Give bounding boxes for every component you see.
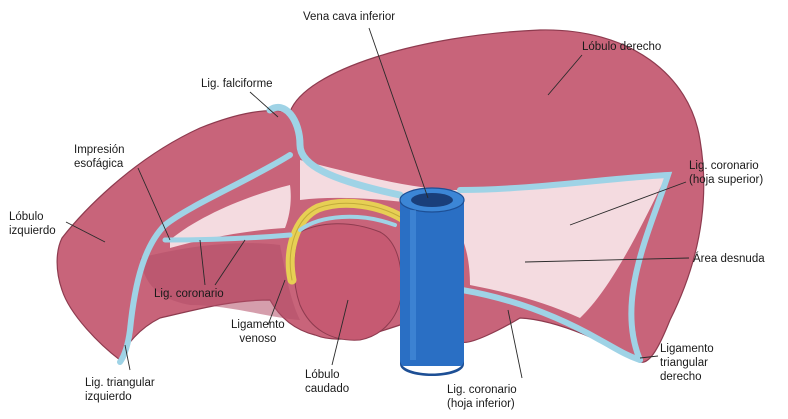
label-lobulo-izq-line2: izquierdo	[9, 224, 56, 238]
label-coronario-inf-line2: (hoja inferior)	[447, 397, 517, 411]
label-coronario-inf-line1: Lig. coronario	[447, 383, 517, 397]
label-coronario-sup-line1: Lig. coronario	[689, 159, 763, 173]
label-lig-tri-der-line2: triangular	[660, 356, 714, 370]
label-lig-tri-der-line1: Ligamento	[660, 342, 714, 356]
label-lig-coronario-inferior: Lig. coronario (hoja inferior)	[447, 383, 517, 411]
label-lig-coronario-superior: Lig. coronario (hoja superior)	[689, 159, 763, 187]
label-vena-cava-inferior: Vena cava inferior	[303, 10, 395, 24]
vena-cava-lumen	[411, 193, 453, 207]
label-lig-tri-izq-line1: Lig. triangular	[85, 376, 155, 390]
label-lig-venoso-line2: venoso	[231, 332, 285, 346]
label-lobulo-izq-line1: Lóbulo	[9, 210, 56, 224]
label-lig-coronario: Lig. coronario	[154, 287, 224, 301]
label-impresion-line2: esofágica	[74, 157, 125, 171]
label-caudado-line2: caudado	[305, 382, 349, 396]
label-impresion-esofagica: Impresión esofágica	[74, 143, 125, 171]
label-lig-triangular-izquierdo: Lig. triangular izquierdo	[85, 376, 155, 404]
label-caudado-line1: Lóbulo	[305, 368, 349, 382]
label-ligamento-triangular-derecho: Ligamento triangular derecho	[660, 342, 714, 384]
label-lig-falciforme: Lig. falciforme	[201, 77, 273, 91]
label-lig-venoso-line1: Ligamento	[231, 318, 285, 332]
label-lig-tri-izq-line2: izquierdo	[85, 390, 155, 404]
label-ligamento-venoso: Ligamento venoso	[231, 318, 285, 346]
label-impresion-line1: Impresión	[74, 143, 125, 157]
label-lig-tri-der-line3: derecho	[660, 370, 714, 384]
vena-cava-highlight	[410, 210, 416, 360]
vena-cava-body	[400, 198, 464, 366]
label-area-desnuda: Área desnuda	[693, 252, 765, 266]
label-lobulo-izquierdo: Lóbulo izquierdo	[9, 210, 56, 238]
label-lobulo-caudado: Lóbulo caudado	[305, 368, 349, 396]
label-coronario-sup-line2: (hoja superior)	[689, 173, 763, 187]
label-lobulo-derecho: Lóbulo derecho	[582, 40, 661, 54]
